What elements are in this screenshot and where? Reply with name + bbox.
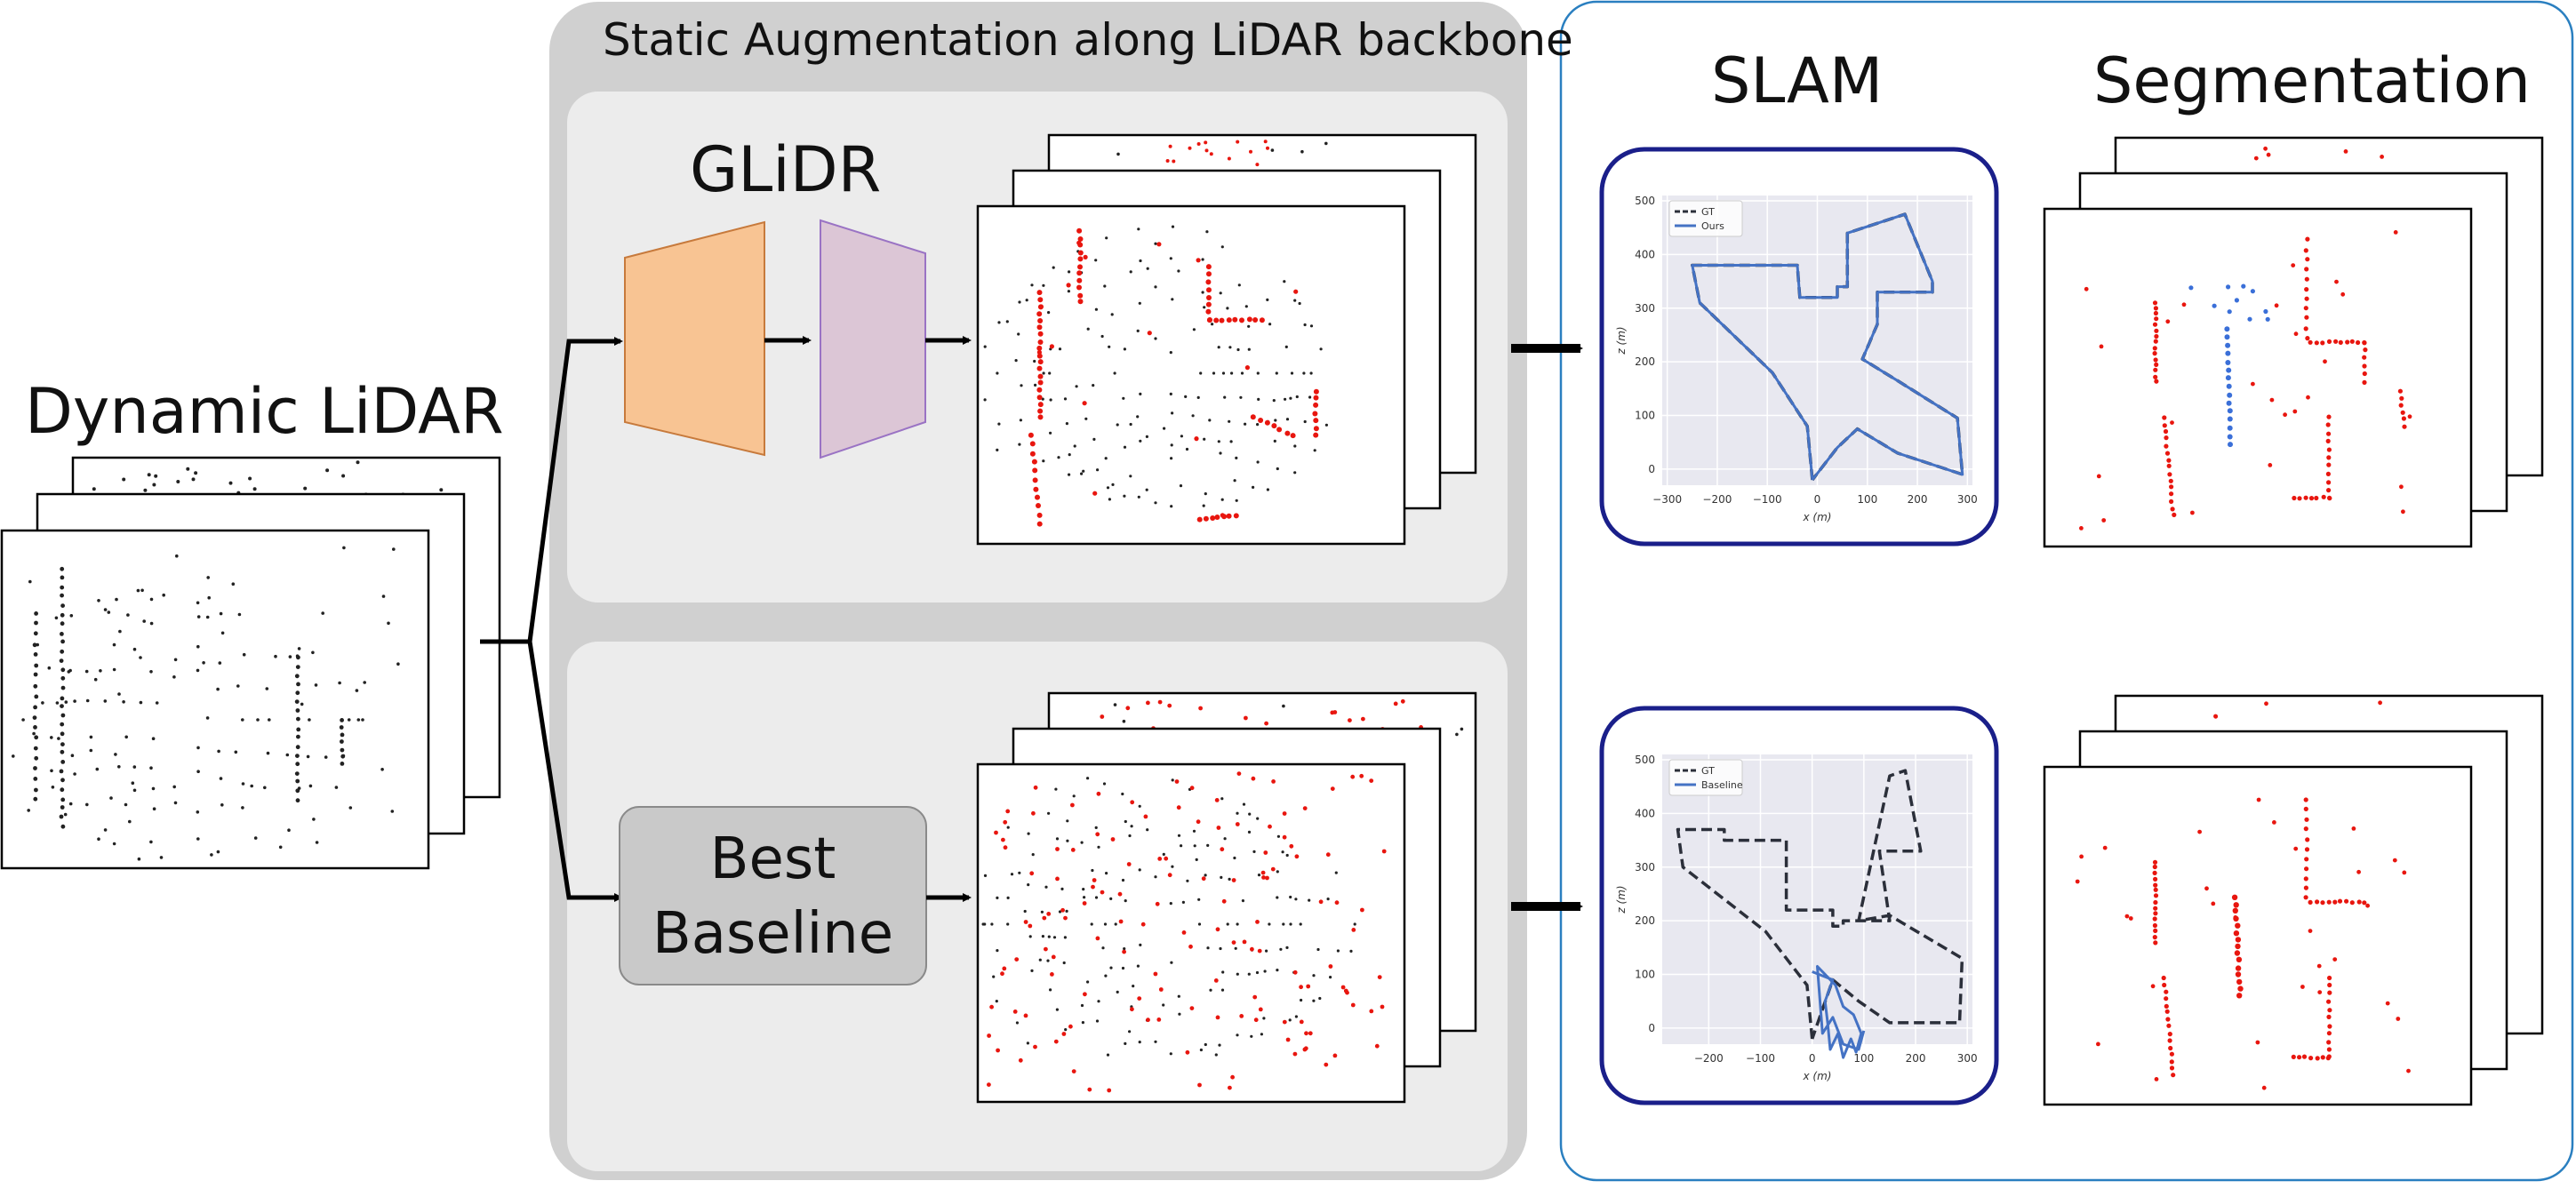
y-axis-label: z (m) <box>1615 326 1628 355</box>
y-tick-label: 100 <box>1635 410 1655 422</box>
y-axis-label: z (m) <box>1615 885 1628 914</box>
branch-connector <box>480 337 623 902</box>
y-tick-label: 200 <box>1635 355 1655 368</box>
seg-bot-points <box>2075 797 2411 1090</box>
legend <box>1668 759 1743 796</box>
y-tick-label: 0 <box>1648 463 1655 475</box>
slam-chart-baseline: −200 −100 0 100 200 300 0 100 200 300 400 500 x (m) z… <box>1599 706 1999 1105</box>
x-tick-label: −200 <box>1702 493 1732 506</box>
x-tick-label: 300 <box>1957 1052 1978 1065</box>
baseline-label-line1: Best <box>709 826 836 892</box>
glidr-decoder <box>820 219 926 459</box>
y-tick-label: 200 <box>1635 914 1655 927</box>
input-scan-points <box>12 546 400 861</box>
series-ours-line <box>1691 212 1964 481</box>
seg-top-front <box>2043 207 2473 548</box>
input-scan-front <box>0 529 430 870</box>
seg-bot-back-points <box>2213 700 2383 719</box>
baseline-label-line2: Baseline <box>652 901 894 967</box>
x-tick-label: 200 <box>1906 1052 1926 1065</box>
x-tick-label: 300 <box>1957 493 1978 506</box>
baseline-output-stack <box>976 691 1477 1104</box>
glidr-output-stack <box>976 133 1477 546</box>
glidr-output-points <box>983 225 1328 527</box>
glidr-encoder <box>624 220 765 457</box>
x-tick-label: −300 <box>1652 493 1682 506</box>
plot-area <box>1662 754 1972 1044</box>
legend-entry: Ours <box>1701 220 1724 232</box>
seg-bot-front <box>2043 765 2473 1106</box>
y-tick-label: 400 <box>1635 807 1655 819</box>
segmentation-stack-baseline <box>2043 694 2544 1106</box>
slam-chart-glidr: −300 −200 −100 0 100 200 300 0 100 200 300 400 500 x … <box>1599 147 1999 547</box>
legend <box>1668 200 1743 237</box>
segmentation-title: Segmentation <box>2093 44 2531 117</box>
x-tick-label: −200 <box>1694 1052 1724 1065</box>
baseline-output-front <box>976 762 1406 1104</box>
x-tick-label: 0 <box>1809 1052 1816 1065</box>
x-tick-label: 100 <box>1857 493 1877 506</box>
static-panel-title: Static Augmentation along LiDAR backbone <box>603 14 1573 66</box>
legend-entry: GT <box>1701 206 1715 218</box>
y-tick-label: 100 <box>1635 969 1655 981</box>
legend-entry: GT <box>1701 765 1715 777</box>
slam-title: SLAM <box>1711 44 1884 117</box>
glidr-label: GLiDR <box>690 133 882 206</box>
x-axis-label: x (m) <box>1803 511 1832 523</box>
segmentation-stack-glidr <box>2043 136 2544 548</box>
x-tick-label: −100 <box>1746 1052 1775 1065</box>
input-title: Dynamic LiDAR <box>25 375 504 448</box>
x-tick-label: 100 <box>1853 1052 1874 1065</box>
baseline-output-points <box>981 771 1387 1093</box>
seg-top-back-points <box>2253 146 2385 161</box>
glidr-output-front <box>976 204 1406 546</box>
y-tick-label: 300 <box>1635 302 1655 315</box>
series-baseline-line <box>1812 965 1866 1059</box>
x-tick-label: 200 <box>1908 493 1928 506</box>
y-tick-label: 500 <box>1635 754 1655 766</box>
y-tick-label: 0 <box>1648 1022 1655 1034</box>
baseline-label: Best Baseline <box>620 822 926 971</box>
series-gt-line <box>1676 769 1964 1040</box>
y-tick-label: 500 <box>1635 195 1655 207</box>
y-tick-label: 300 <box>1635 861 1655 874</box>
x-tick-label: 0 <box>1814 493 1821 506</box>
x-axis-label: x (m) <box>1803 1070 1832 1082</box>
x-tick-label: −100 <box>1753 493 1782 506</box>
y-tick-label: 400 <box>1635 248 1655 260</box>
legend-entry: Baseline <box>1701 779 1743 791</box>
input-scan-stack <box>0 456 501 870</box>
seg-top-points <box>2079 230 2412 531</box>
